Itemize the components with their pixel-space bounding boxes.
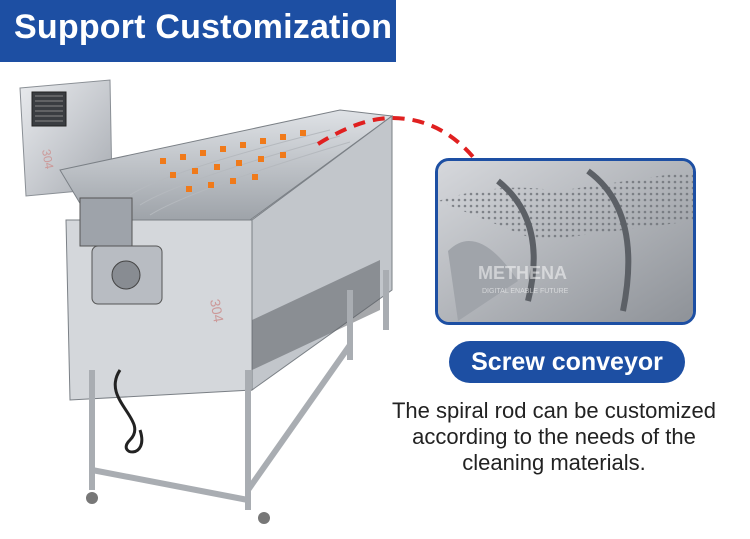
description-line: according to the needs of the (412, 424, 696, 449)
screw-conveyor-detail-image: METHENA DIGITAL ENABLE FUTURE (435, 158, 696, 325)
watermark-text: METHENA (478, 263, 567, 283)
feature-description: The spiral rod can be customized accordi… (366, 398, 742, 476)
machine-illustration: 304 304 (19, 79, 394, 524)
label-304-b: 304 (207, 298, 227, 324)
description-line: The spiral rod can be customized (391, 398, 717, 423)
description-line: cleaning materials. (462, 450, 646, 475)
watermark-subtext: DIGITAL ENABLE FUTURE (482, 288, 569, 295)
label-304-a: 304 (39, 148, 56, 170)
banner-title: Support Customization (14, 8, 393, 46)
feature-title: Screw conveyor (449, 341, 685, 383)
banner: Support Customization (0, 0, 396, 62)
